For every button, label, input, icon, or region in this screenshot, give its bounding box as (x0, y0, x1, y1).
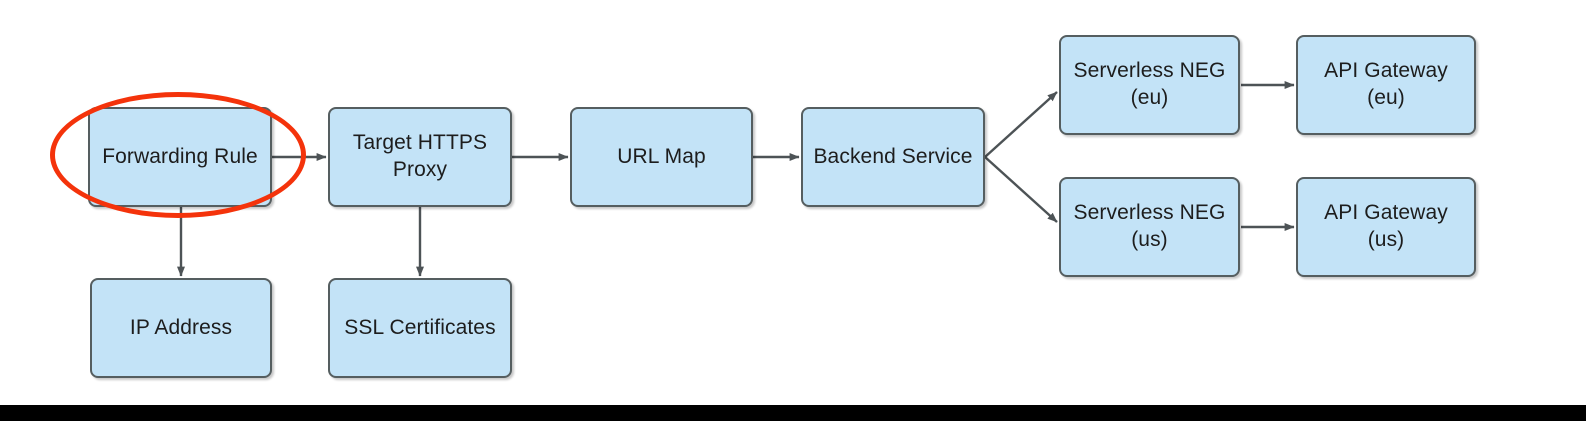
node-serverless-neg-eu[interactable]: Serverless NEG (eu) (1059, 35, 1240, 135)
edge-backend-service-to-serverless-neg-us (984, 156, 1058, 223)
node-backend-service[interactable]: Backend Service (801, 107, 985, 207)
node-ip-address[interactable]: IP Address (90, 278, 272, 378)
bottom-bar (0, 405, 1586, 421)
node-target-https-proxy[interactable]: Target HTTPS Proxy (328, 107, 512, 207)
node-ssl-certificates[interactable]: SSL Certificates (328, 278, 512, 378)
node-forwarding-rule[interactable]: Forwarding Rule (88, 107, 272, 207)
node-api-gateway-eu[interactable]: API Gateway (eu) (1296, 35, 1476, 135)
edge-backend-service-to-serverless-neg-eu (984, 91, 1058, 158)
node-api-gateway-us[interactable]: API Gateway (us) (1296, 177, 1476, 277)
node-serverless-neg-us[interactable]: Serverless NEG (us) (1059, 177, 1240, 277)
node-url-map[interactable]: URL Map (570, 107, 753, 207)
